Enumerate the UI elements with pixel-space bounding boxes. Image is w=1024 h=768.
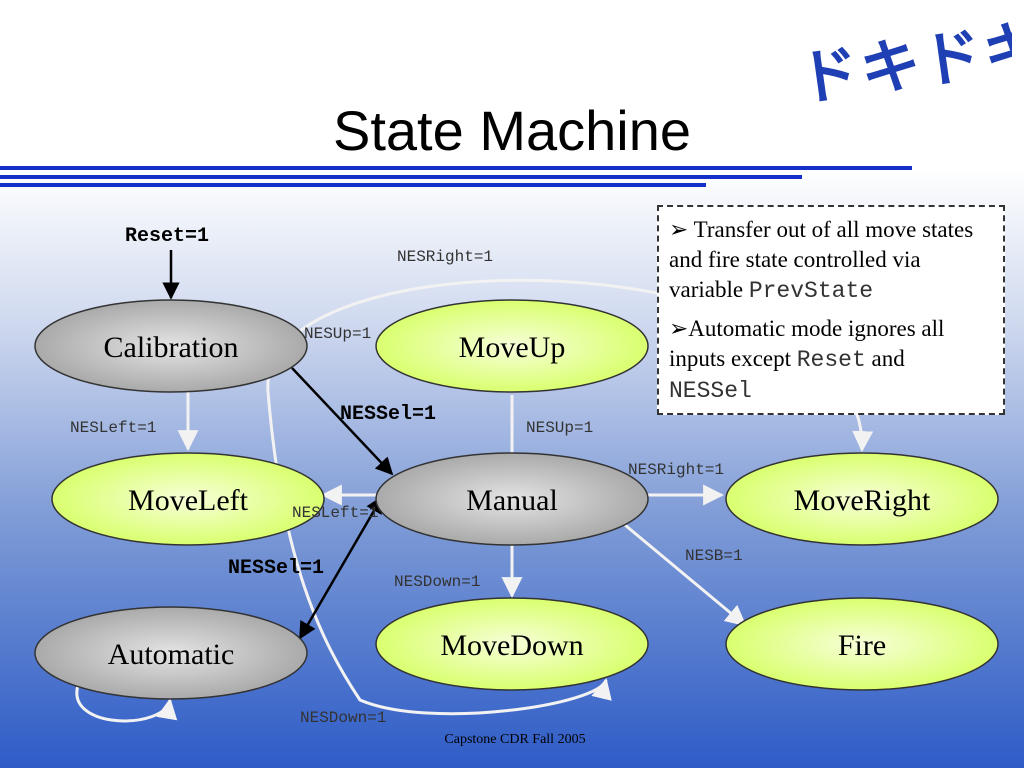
label-nes-right-top: NESRight=1 xyxy=(397,248,493,266)
note-bullet-2-text-a: Automatic mode ignores all inputs except xyxy=(669,316,945,371)
label-nes-up-mid: NESUp=1 xyxy=(526,419,593,437)
state-movedown: MoveDown xyxy=(375,597,649,691)
label-nes-b: NESB=1 xyxy=(685,547,743,565)
label-nes-right-mid: NESRight=1 xyxy=(628,461,724,479)
edge-automatic-self-loop xyxy=(75,684,178,723)
note-code-nessel: NESSel xyxy=(669,378,752,404)
state-manual: Manual xyxy=(375,452,649,546)
note-bullet-2-text-b: and xyxy=(865,346,905,371)
label-nes-up-top: NESUp=1 xyxy=(304,325,371,343)
state-movedown-label: MoveDown xyxy=(440,629,583,662)
state-automatic: Automatic xyxy=(34,606,308,700)
edge-manual-to-fire xyxy=(624,523,747,627)
note-bullet-1: ➢ Transfer out of all move states and fi… xyxy=(669,217,974,304)
page-title: State Machine xyxy=(333,99,691,162)
state-moveup-label: MoveUp xyxy=(459,331,566,364)
state-moveright: MoveRight xyxy=(725,452,999,546)
note-bullet-1-text: Transfer out of all move states and fire… xyxy=(669,217,974,302)
state-automatic-label: Automatic xyxy=(108,638,235,671)
state-fire: Fire xyxy=(725,597,999,691)
state-calibration-label: Calibration xyxy=(104,331,239,364)
note-code-prevstate: PrevState xyxy=(748,278,874,304)
footer-text: Capstone CDR Fall 2005 xyxy=(444,732,586,747)
edge-manual-automatic-bidirectional xyxy=(298,495,384,640)
state-moveleft-label: MoveLeft xyxy=(128,484,249,517)
state-moveup: MoveUp xyxy=(375,299,649,393)
note-bullet-2: ➢Automatic mode ignores all inputs excep… xyxy=(669,316,945,404)
state-moveleft: MoveLeft xyxy=(51,452,325,546)
label-nes-down-mid: NESDown=1 xyxy=(394,573,480,591)
label-nes-left-mid: NESLeft=1 xyxy=(292,504,378,522)
title-underline-rules xyxy=(0,166,912,187)
label-nes-sel-lower: NESSel=1 xyxy=(228,557,324,580)
label-nes-left-outer: NESLeft=1 xyxy=(70,419,156,437)
label-reset: Reset=1 xyxy=(125,225,209,248)
edge-calibration-to-manual xyxy=(291,367,394,476)
notes-box: ➢ Transfer out of all move states and fi… xyxy=(657,205,1005,415)
state-manual-label: Manual xyxy=(466,484,558,517)
label-nes-sel-upper: NESSel=1 xyxy=(340,403,436,426)
note-code-reset: Reset xyxy=(796,347,866,373)
state-moveright-label: MoveRight xyxy=(794,484,931,517)
doki-doki-logo: ドキドキ xyxy=(795,20,1012,106)
label-nes-down-bottom: NESDown=1 xyxy=(300,709,386,727)
state-calibration: Calibration xyxy=(34,299,308,393)
state-fire-label: Fire xyxy=(838,629,886,662)
